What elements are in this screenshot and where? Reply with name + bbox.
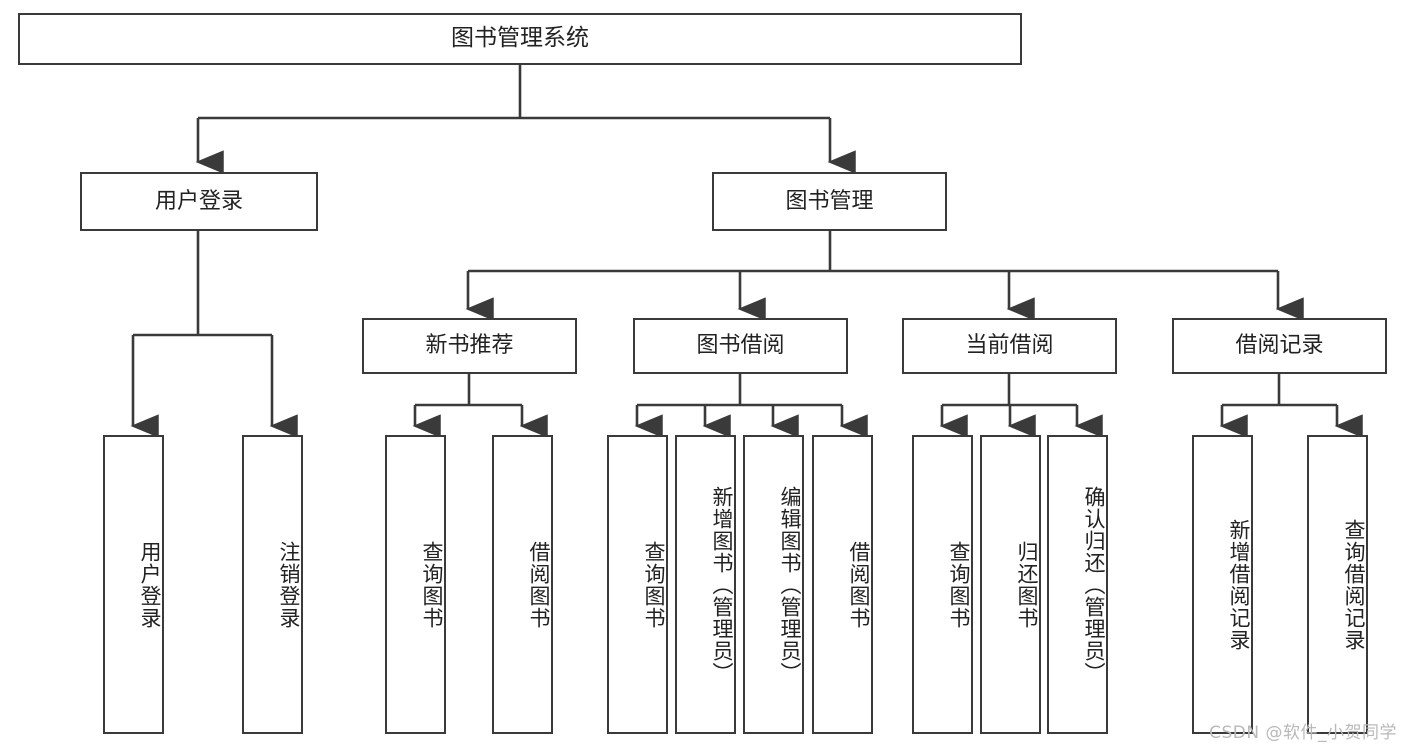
leaf-book-borrow-0[interactable]: 查询图书 [607, 435, 668, 734]
leaf-book-borrow-3[interactable]: 借阅图书 [812, 435, 873, 734]
leaf-label: 新增图书（管理员） [710, 485, 734, 684]
node-book-borrow[interactable]: 图书借阅 [633, 318, 848, 374]
leaf-book-borrow-1[interactable]: 新增图书（管理员） [675, 435, 736, 734]
leaf-borrow-record-1[interactable]: 查询借阅记录 [1307, 435, 1368, 734]
node-user-login[interactable]: 用户登录 [80, 172, 318, 231]
node-book-management[interactable]: 图书管理 [712, 172, 947, 231]
leaf-label: 编辑图书（管理员） [778, 485, 802, 684]
leaf-label: 注销登录 [277, 540, 301, 629]
leaf-book-borrow-2[interactable]: 编辑图书（管理员） [743, 435, 804, 734]
leaf-label: 查询借阅记录 [1342, 518, 1366, 651]
leaf-label: 查询图书 [947, 540, 971, 629]
leaf-label: 新增借阅记录 [1227, 518, 1251, 651]
leaf-label: 归还图书 [1015, 540, 1039, 629]
leaf-current-borrow-1[interactable]: 归还图书 [980, 435, 1041, 734]
leaf-new-book-recommend-0[interactable]: 查询图书 [385, 435, 446, 734]
leaf-user-login-0[interactable]: 用户登录 [103, 435, 164, 734]
leaf-label: 借阅图书 [527, 540, 551, 629]
node-current-borrow[interactable]: 当前借阅 [902, 318, 1117, 374]
leaf-label: 确认归还（管理员） [1082, 485, 1106, 684]
leaf-current-borrow-2[interactable]: 确认归还（管理员） [1047, 435, 1108, 734]
leaf-label: 查询图书 [642, 540, 666, 629]
leaf-new-book-recommend-1[interactable]: 借阅图书 [492, 435, 553, 734]
leaf-borrow-record-0[interactable]: 新增借阅记录 [1192, 435, 1253, 734]
node-borrow-record[interactable]: 借阅记录 [1172, 318, 1387, 374]
node-root-system[interactable]: 图书管理系统 [18, 13, 1022, 65]
node-new-book-recommend[interactable]: 新书推荐 [362, 318, 577, 374]
leaf-current-borrow-0[interactable]: 查询图书 [912, 435, 973, 734]
leaf-label: 查询图书 [420, 540, 444, 629]
leaf-label: 借阅图书 [847, 540, 871, 629]
leaf-user-login-1[interactable]: 注销登录 [242, 435, 303, 734]
leaf-label: 用户登录 [138, 540, 162, 629]
watermark-text: CSDN @软件_小贺同学 [1209, 723, 1397, 743]
